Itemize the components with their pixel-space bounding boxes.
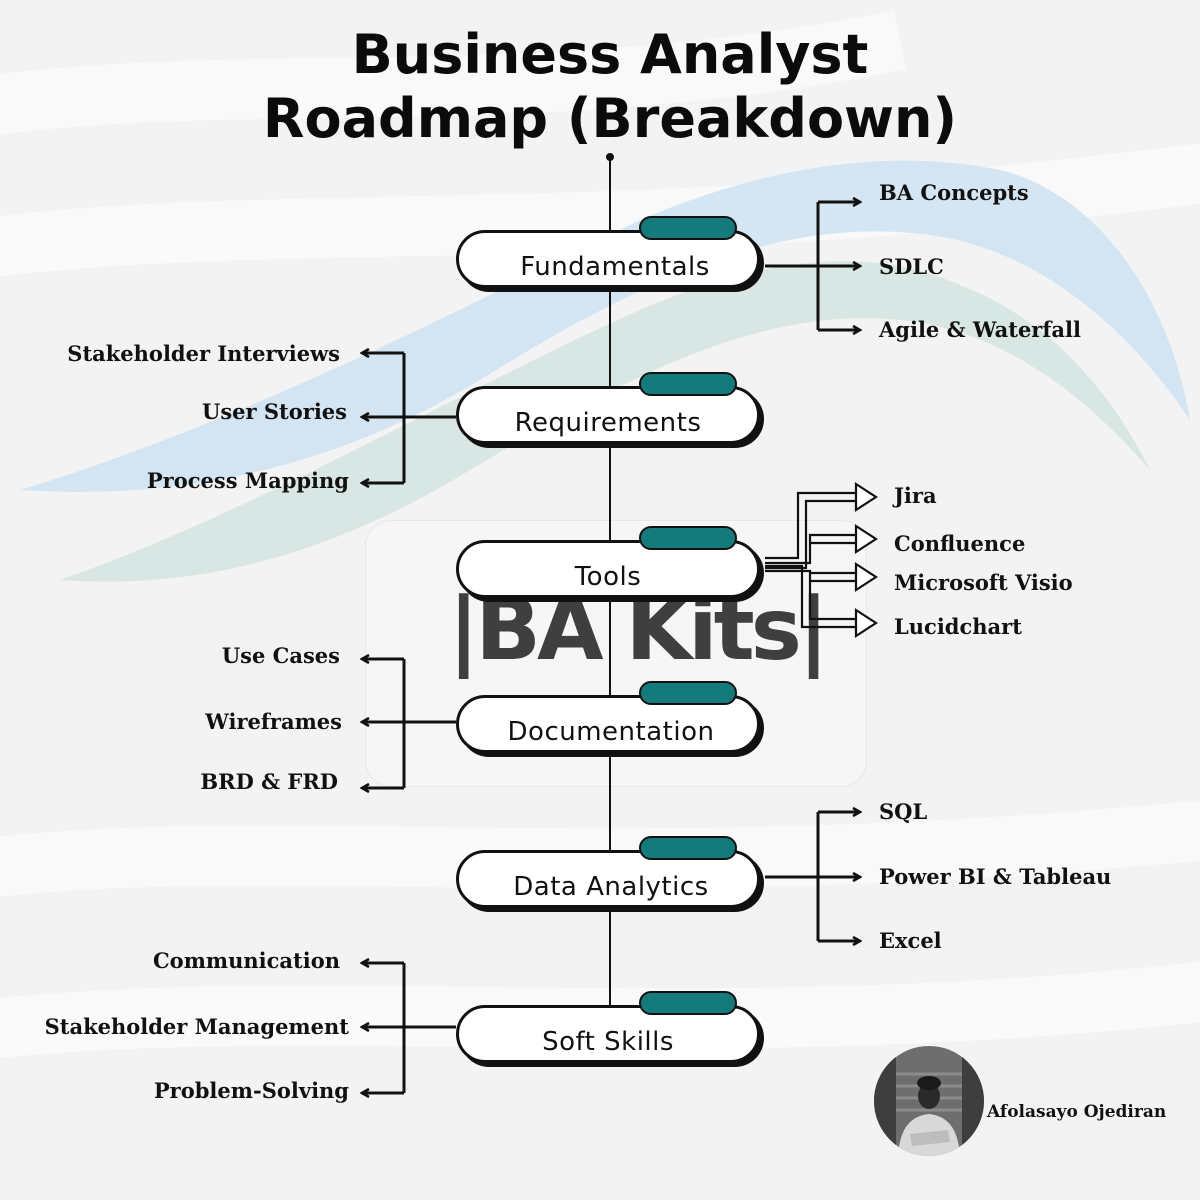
item-ba-concepts: BA Concepts: [879, 180, 1029, 205]
documentation-branches: [362, 659, 456, 788]
stage-tools[interactable]: Tools: [456, 526, 760, 598]
item-stakeholder-management: Stakeholder Management: [44, 1014, 349, 1039]
stage-tab: [639, 681, 737, 705]
item-wireframes: Wireframes: [205, 709, 342, 734]
item-microsoft-visio: Microsoft Visio: [894, 570, 1073, 595]
stage-data-analytics[interactable]: Data Analytics: [456, 836, 760, 908]
item-use-cases: Use Cases: [221, 643, 340, 668]
item-power-bi-tableau: Power BI & Tableau: [879, 864, 1112, 889]
stage-label: Fundamentals: [520, 252, 710, 282]
item-user-stories: User Stories: [202, 399, 347, 424]
item-process-mapping: Process Mapping: [146, 468, 349, 493]
page-title-line-2: Roadmap (Breakdown): [262, 87, 958, 150]
item-problem-solving: Problem-Solving: [153, 1078, 349, 1103]
item-lucidchart: Lucidchart: [894, 614, 1022, 639]
data-analytics-branches: [765, 812, 860, 941]
item-communication: Communication: [152, 948, 340, 973]
stage-tab: [639, 991, 737, 1015]
item-sdlc: SDLC: [879, 254, 944, 279]
tools-branches: [765, 481, 879, 639]
item-stakeholder-interviews: Stakeholder Interviews: [67, 341, 340, 366]
stage-tab: [639, 526, 737, 550]
stage-label: Documentation: [507, 717, 715, 747]
item-agile-waterfall: Agile & Waterfall: [879, 317, 1081, 342]
item-jira: Jira: [894, 483, 937, 508]
stage-label: Soft Skills: [542, 1027, 674, 1057]
soft-skills-branches: [362, 963, 456, 1093]
stage-requirements[interactable]: Requirements: [456, 372, 760, 444]
stage-soft-skills[interactable]: Soft Skills: [456, 991, 760, 1063]
stage-tab: [639, 372, 737, 396]
fundamentals-branches: [765, 202, 860, 330]
stage-label: Data Analytics: [513, 872, 709, 902]
wave-blue: [20, 160, 1190, 492]
item-brd-frd: BRD & FRD: [200, 769, 338, 794]
stage-tab: [639, 216, 737, 240]
author-name: Afolasayo Ojediran: [987, 1102, 1167, 1122]
wave-green: [60, 261, 1150, 582]
stage-documentation[interactable]: Documentation: [456, 681, 760, 753]
item-confluence: Confluence: [894, 531, 1026, 556]
page-title-line-1: Business Analyst: [351, 23, 869, 86]
stage-label: Requirements: [514, 408, 702, 438]
requirements-branches: [362, 353, 456, 483]
item-sql: SQL: [879, 799, 928, 824]
stage-tab: [639, 836, 737, 860]
stage-fundamentals[interactable]: Fundamentals: [456, 216, 760, 288]
item-excel: Excel: [879, 928, 942, 953]
person-photo-icon: [874, 1046, 984, 1156]
stage-label: Tools: [574, 562, 642, 592]
